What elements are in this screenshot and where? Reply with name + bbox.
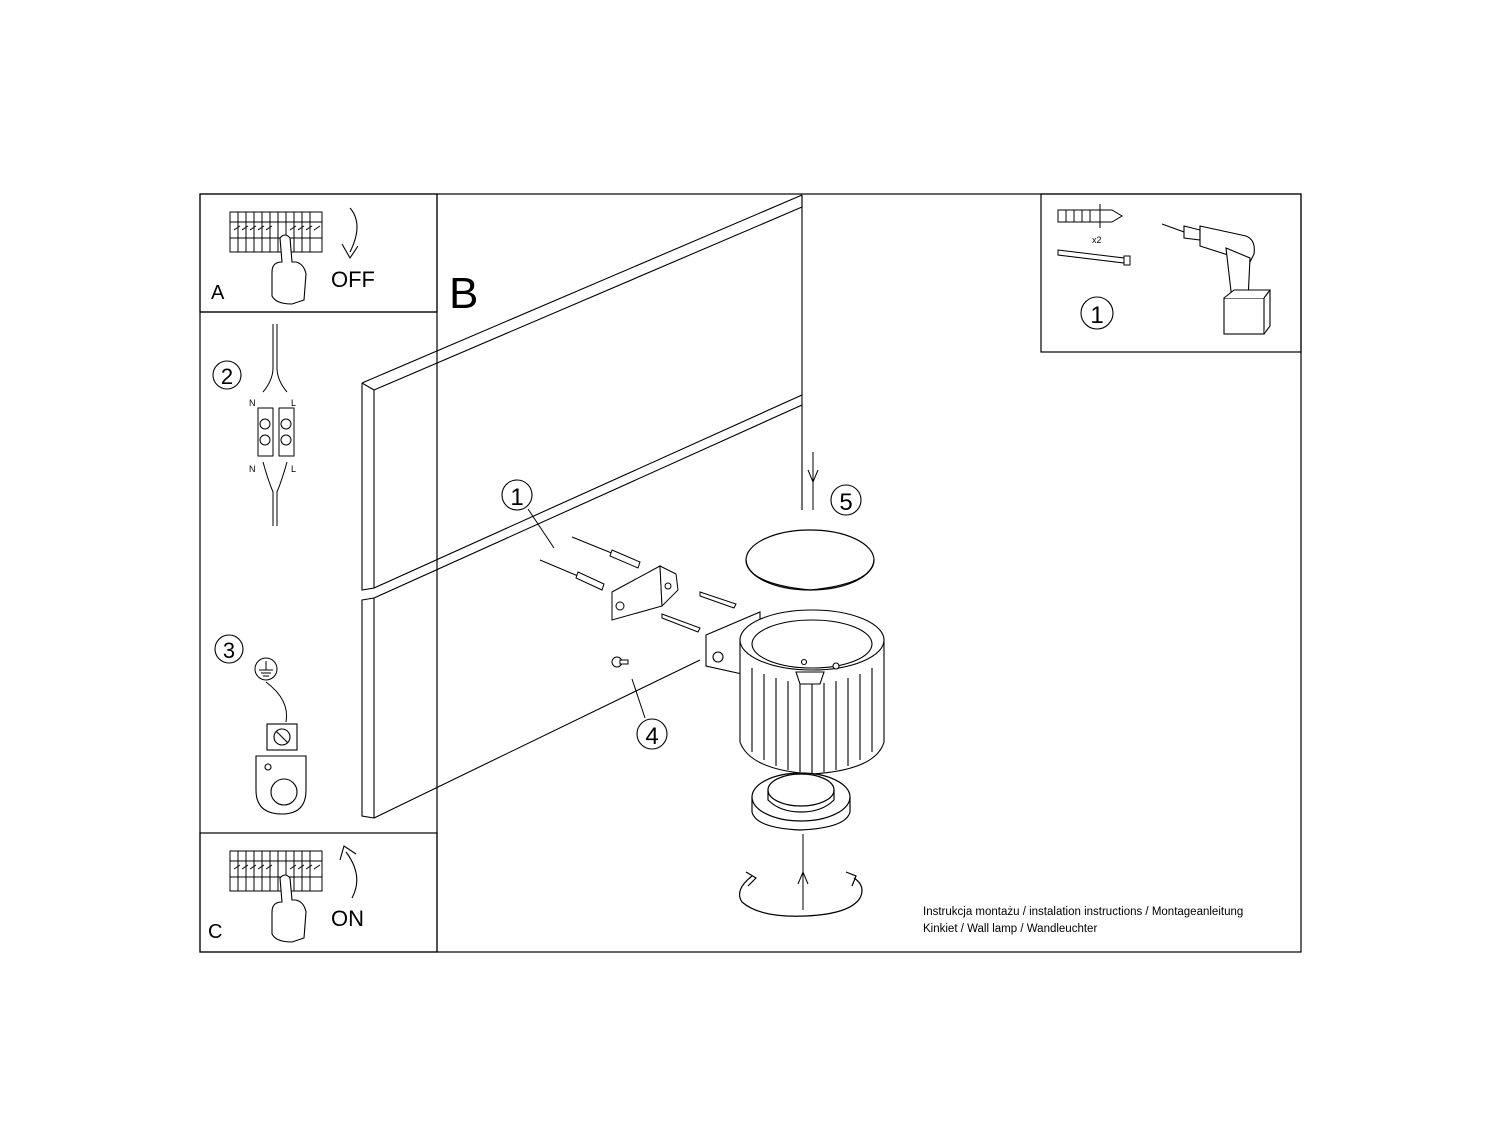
step-2-number: 2 xyxy=(221,364,233,389)
callout-4-leader xyxy=(631,678,646,719)
panel-a: A OFF xyxy=(211,207,375,305)
curved-arrow-up-icon xyxy=(345,851,358,899)
panel-c-letter: C xyxy=(208,921,222,943)
rotate-arrow-icon xyxy=(739,871,863,917)
panel-b: B xyxy=(361,194,885,917)
terminal-label-n-bottom: N xyxy=(249,464,256,474)
step-1-circle xyxy=(1080,296,1114,330)
caption-product: Kinkiet / Wall lamp / Wandleuchter xyxy=(923,923,1098,935)
step-3-circle xyxy=(214,634,244,664)
rotate-arrow-head xyxy=(797,870,809,885)
hand-icon xyxy=(271,234,307,305)
caption-instructions: Instrukcja montażu / instalation instruc… xyxy=(923,906,1244,918)
wall-illustration xyxy=(361,194,803,819)
screw-icon xyxy=(661,613,701,633)
mounting-hardware xyxy=(539,536,737,668)
panel-b-letter: B xyxy=(449,269,478,318)
ground-symbol-icon xyxy=(254,657,288,723)
wall-plug-icon xyxy=(539,559,605,591)
screw-icon xyxy=(699,591,737,609)
hand-icon xyxy=(271,874,307,943)
step-1-number: 1 xyxy=(1090,302,1103,329)
on-label: ON xyxy=(331,906,364,931)
terminal-label-l-top: L xyxy=(291,398,296,408)
terminal-block-icon xyxy=(257,324,295,526)
bracket-icon xyxy=(611,565,679,621)
panel-c: C ON xyxy=(208,845,364,943)
drill-icon xyxy=(1161,223,1272,335)
panel-c-box xyxy=(199,832,438,953)
lamp-body-icon xyxy=(705,609,885,775)
drop-arrow-head xyxy=(807,469,819,484)
callout-1-leader xyxy=(527,508,555,549)
callout-5-circle xyxy=(830,484,862,516)
wall-plug-icon xyxy=(571,536,641,569)
screw-icon xyxy=(1057,249,1131,266)
step-3-number: 3 xyxy=(223,638,235,663)
breaker-panel-icon xyxy=(229,850,323,892)
tools-panel: x2 1 xyxy=(1057,204,1272,335)
terminal-label-n-top: N xyxy=(249,398,256,408)
callout-4-number: 4 xyxy=(645,723,658,750)
callout-5-number: 5 xyxy=(839,489,852,516)
callout-4-circle xyxy=(636,718,668,750)
step-2-circle xyxy=(212,360,242,390)
wiring-step: 2 N L N L xyxy=(212,324,296,526)
ground-step: 3 xyxy=(214,634,307,815)
curved-arrow-down-icon xyxy=(349,207,358,253)
breaker-panel-icon xyxy=(229,211,323,253)
wall-plug-icon xyxy=(1057,204,1123,228)
tools-panel-box xyxy=(1040,193,1302,353)
quantity-label: x2 xyxy=(1092,235,1102,245)
panel-a-letter: A xyxy=(211,282,225,304)
callout-1-number: 1 xyxy=(510,484,523,511)
outer-frame xyxy=(199,193,1302,953)
off-label: OFF xyxy=(331,267,375,292)
cover-disc-icon xyxy=(745,529,875,591)
terminal-label-l-bottom: L xyxy=(291,464,296,474)
ground-terminal-icon xyxy=(255,723,307,815)
small-screw-icon xyxy=(611,656,629,668)
lens-icon xyxy=(751,772,851,831)
callout-1-circle xyxy=(501,479,533,511)
